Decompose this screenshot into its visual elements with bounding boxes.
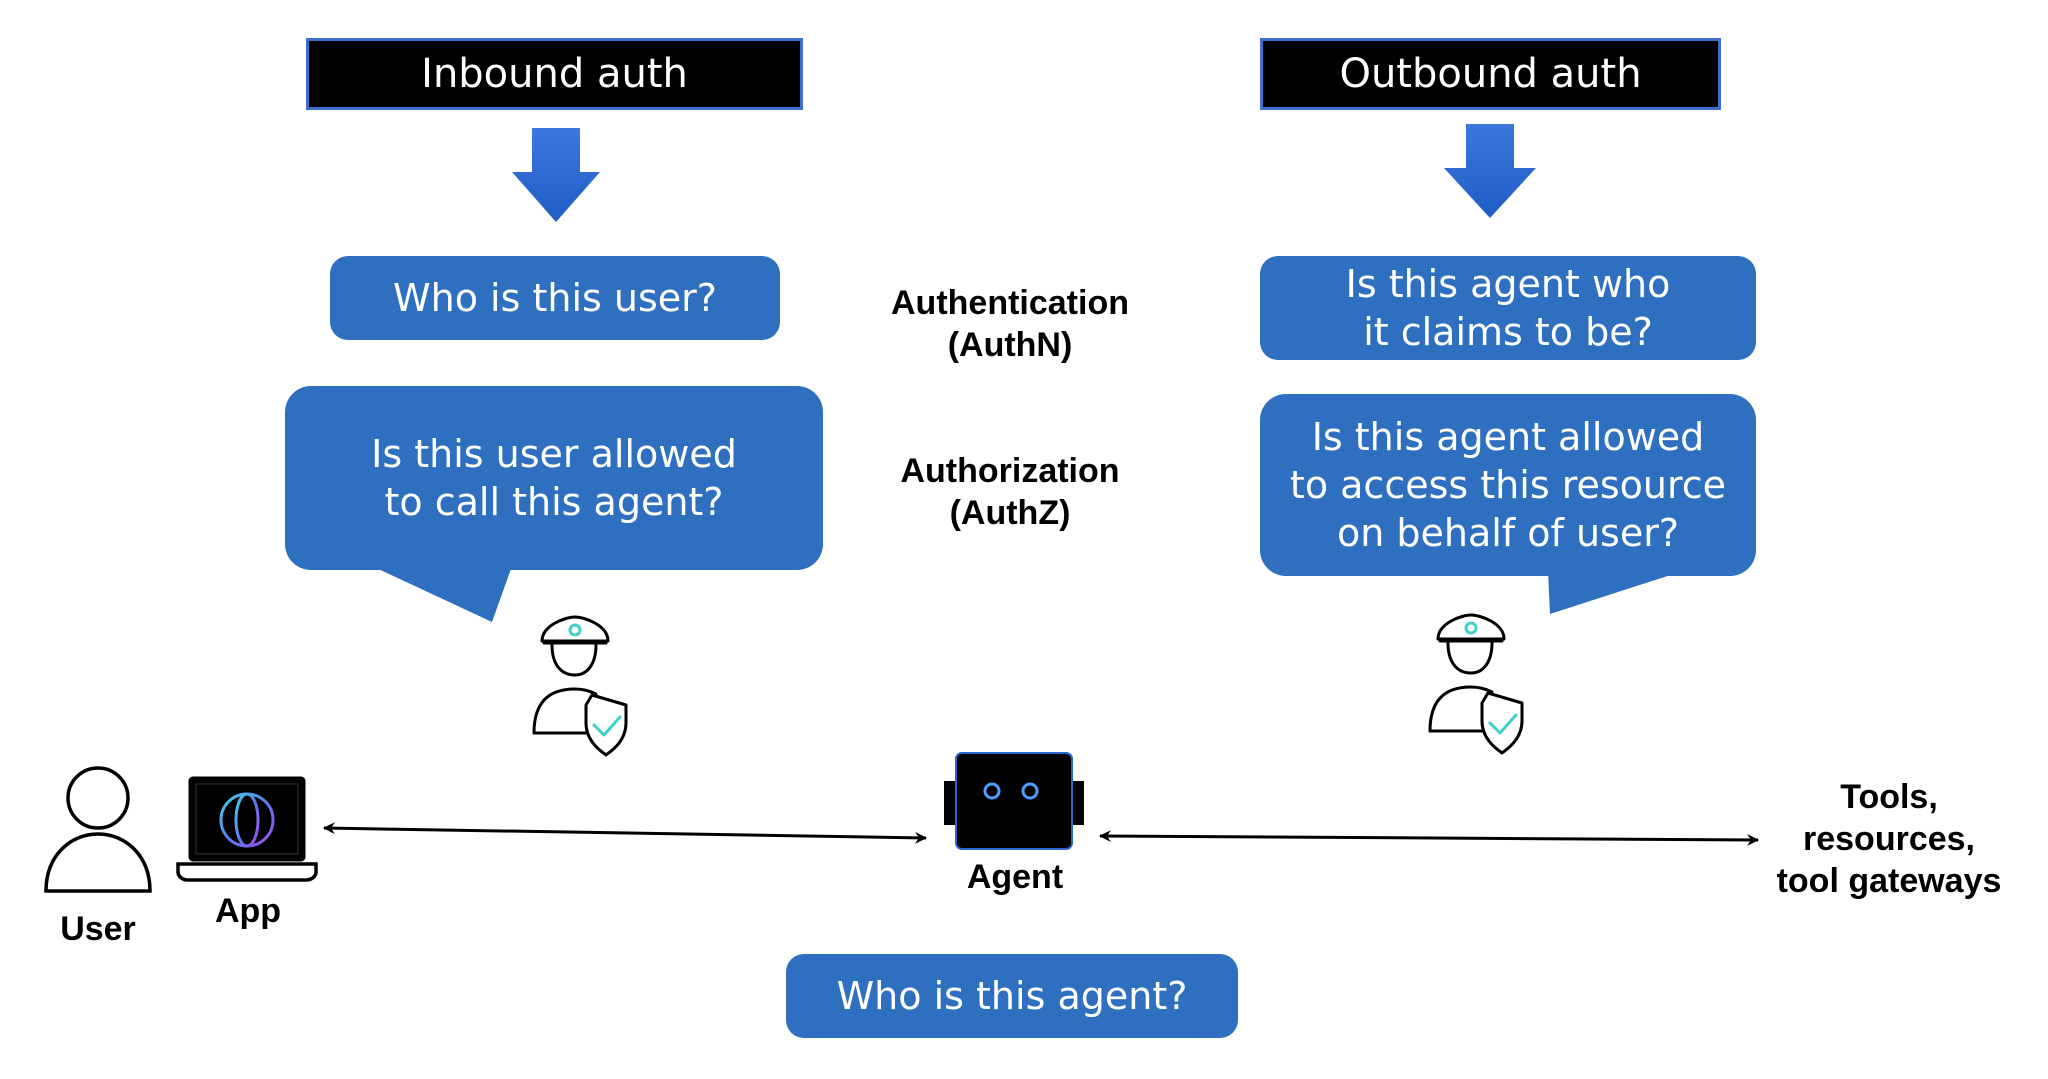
user-icon: [44, 766, 152, 893]
agent-label: Agent: [966, 858, 1064, 896]
inbound-authz-bubble-tail: [372, 566, 512, 622]
outbound-authn-line-2: it claims to be?: [1363, 310, 1653, 354]
authentication-title: Authentication: [891, 284, 1129, 322]
tools-line-3: tool gateways: [1776, 862, 2002, 900]
robot-icon: [944, 752, 1084, 850]
outbound-authn-line-1: Is this agent who: [1345, 262, 1671, 306]
tools-line-1: Tools,: [1840, 778, 1938, 816]
authorization-abbrev: (AuthZ): [949, 494, 1071, 532]
inbound-authz-line-1: Is this user allowed: [371, 432, 737, 476]
authorization-label: Authorization (AuthZ): [860, 450, 1160, 534]
inbound-auth-header: Inbound auth: [306, 38, 803, 110]
outbound-police-officer-icon: [1428, 613, 1524, 755]
outbound-auth-header: Outbound auth: [1260, 38, 1721, 110]
globe-icon: [219, 792, 275, 848]
inbound-police-officer-icon: [532, 615, 628, 757]
outbound-authn-bubble: Is this agent who it claims to be?: [1260, 256, 1756, 360]
app-label: App: [214, 892, 282, 930]
inbound-authn-bubble: Who is this user?: [330, 256, 780, 340]
authentication-abbrev: (AuthN): [947, 326, 1073, 364]
tools-label: Tools, resources, tool gateways: [1754, 776, 2024, 902]
inbound-authz-bubble: Is this user allowed to call this agent?: [285, 386, 823, 570]
user-label: User: [60, 910, 136, 948]
agent-identity-bubble: Who is this agent?: [786, 954, 1238, 1038]
app-agent-connector: [323, 822, 927, 844]
outbound-arrow-down-icon: [1444, 124, 1536, 218]
inbound-auth-title: Inbound auth: [421, 51, 688, 97]
outbound-auth-title: Outbound auth: [1339, 51, 1642, 97]
outbound-authz-line-2: to access this resource: [1289, 463, 1727, 507]
authorization-title: Authorization: [900, 452, 1120, 490]
authentication-label: Authentication (AuthN): [860, 282, 1160, 366]
agent-identity-question: Who is this agent?: [836, 974, 1188, 1018]
outbound-authz-bubble: Is this agent allowed to access this res…: [1260, 394, 1756, 576]
outbound-authz-line-3: on behalf of user?: [1336, 511, 1680, 555]
outbound-authz-bubble-tail: [1548, 572, 1680, 614]
outbound-authz-line-1: Is this agent allowed: [1311, 415, 1705, 459]
tools-line-2: resources,: [1803, 820, 1975, 858]
inbound-authz-line-2: to call this agent?: [384, 480, 724, 524]
laptop-icon: [176, 776, 318, 882]
agent-tools-connector: [1099, 830, 1759, 846]
inbound-authn-question: Who is this user?: [393, 276, 717, 320]
inbound-arrow-down-icon: [512, 128, 600, 222]
